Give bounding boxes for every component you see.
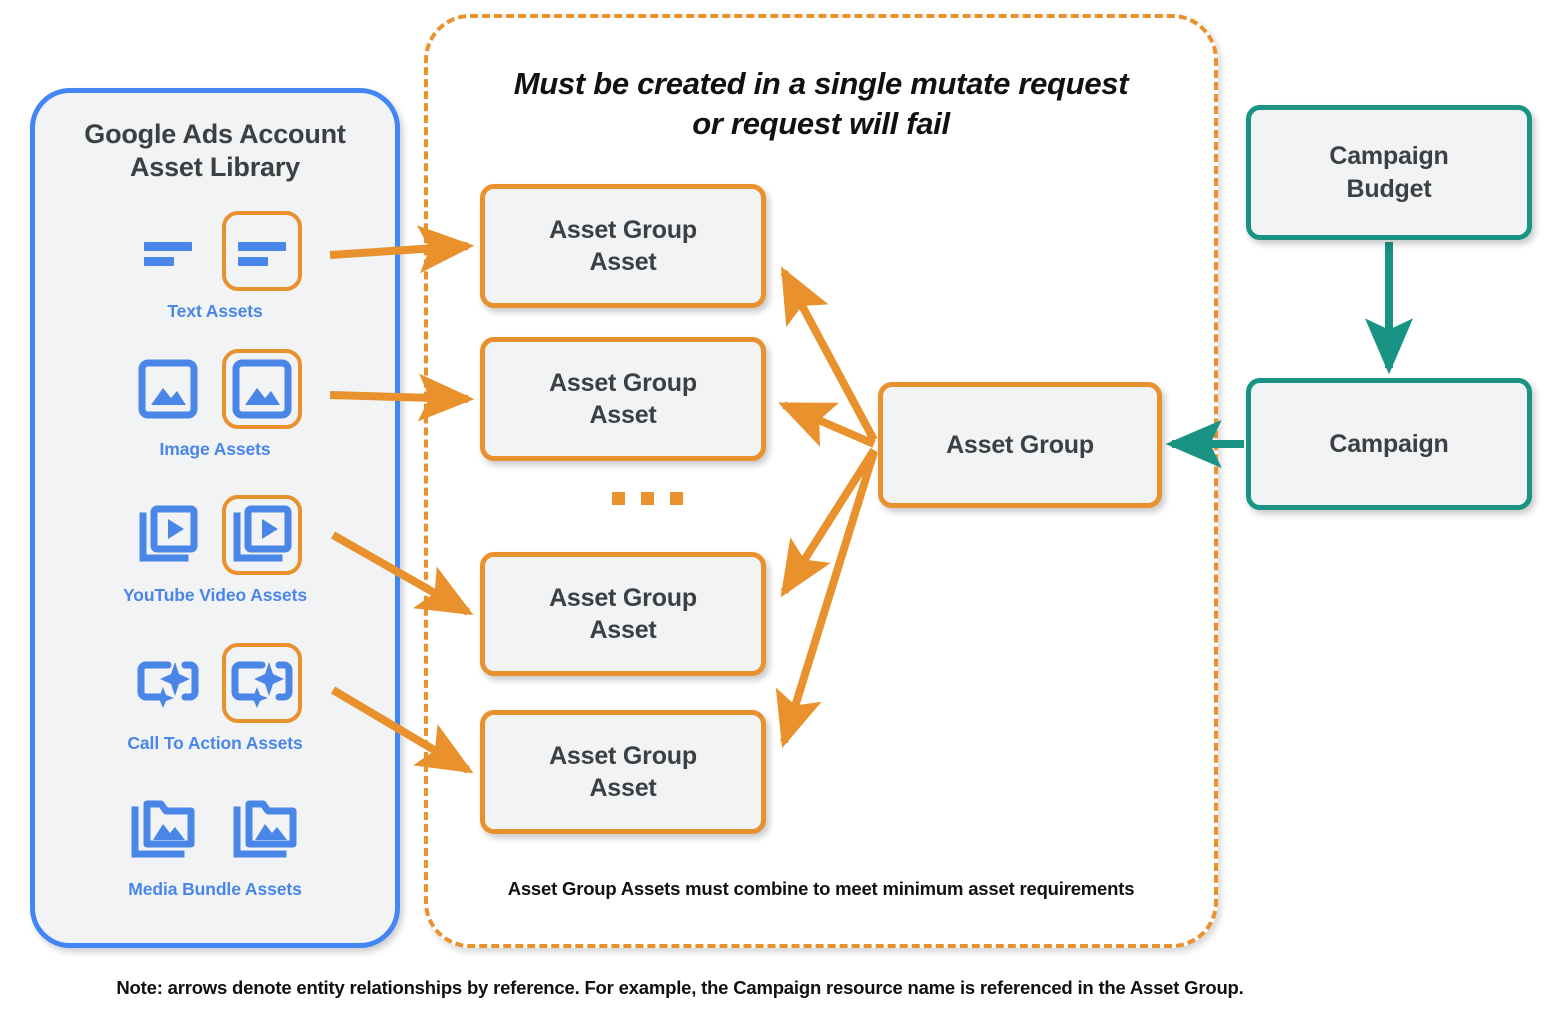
asset-group-asset-3-line-1: Asset Group xyxy=(549,583,697,612)
library-item-label-text-assets: Text Assets xyxy=(167,301,263,321)
library-item-text-assets[interactable]: Text Assets xyxy=(35,205,395,322)
asset-group-asset-1-line-1: Asset Group xyxy=(549,215,697,244)
asset-group-asset-node-3[interactable]: Asset Group Asset xyxy=(480,552,766,676)
asset-group-node[interactable]: Asset Group xyxy=(878,382,1162,508)
library-item-label-media-bundle-assets: Media Bundle Assets xyxy=(128,879,302,899)
asset-group-asset-2-line-2: Asset xyxy=(589,401,657,429)
ellipsis-dot-2 xyxy=(641,492,654,505)
campaign-node-label: Campaign xyxy=(1329,429,1449,458)
campaign-budget-node[interactable]: Campaign Budget xyxy=(1246,105,1532,240)
media-bundle-asset-icon xyxy=(124,789,204,869)
asset-library-title: Google Ads Account Asset Library xyxy=(35,118,395,184)
media-bundle-asset-icon-2 xyxy=(226,789,306,869)
asset-group-asset-4-line-2: Asset xyxy=(589,774,657,802)
library-item-media-bundle-assets[interactable]: Media Bundle Assets xyxy=(35,783,395,900)
asset-group-asset-3-line-2: Asset xyxy=(589,616,657,644)
asset-group-asset-node-1[interactable]: Asset Group Asset xyxy=(480,184,766,308)
asset-group-asset-2-line-1: Asset Group xyxy=(549,368,697,397)
image-asset-icon xyxy=(128,349,208,429)
campaign-node[interactable]: Campaign xyxy=(1246,378,1532,510)
youtube-video-asset-icon-selected[interactable] xyxy=(222,495,302,575)
asset-group-asset-1-line-2: Asset xyxy=(589,248,657,276)
campaign-budget-line-1: Campaign xyxy=(1329,142,1449,170)
footer-note: Note: arrows denote entity relationships… xyxy=(116,977,1244,998)
library-item-image-assets[interactable]: Image Assets xyxy=(35,343,395,460)
mutate-request-title: Must be created in a single mutate reque… xyxy=(458,64,1184,145)
asset-group-asset-node-2[interactable]: Asset Group Asset xyxy=(480,337,766,461)
library-item-label-youtube-video-assets: YouTube Video Assets xyxy=(122,585,308,605)
call-to-action-asset-icon-selected[interactable] xyxy=(222,643,302,723)
mutate-title-line-2: or request will fail xyxy=(692,106,950,142)
asset-group-asset-node-4[interactable]: Asset Group Asset xyxy=(480,710,766,834)
library-item-youtube-video-assets[interactable]: YouTube Video Assets xyxy=(35,489,395,606)
campaign-budget-line-2: Budget xyxy=(1346,174,1432,203)
asset-group-node-label: Asset Group xyxy=(946,430,1094,459)
ellipsis-dot-1 xyxy=(612,492,625,505)
ellipsis-dot-3 xyxy=(670,492,683,505)
asset-library-panel: Google Ads Account Asset Library xyxy=(30,88,400,948)
call-to-action-asset-icon xyxy=(128,643,208,723)
text-asset-icon xyxy=(128,211,208,291)
text-asset-icon-selected[interactable] xyxy=(222,211,302,291)
library-item-label-call-to-action-assets: Call To Action Assets xyxy=(127,733,303,753)
ellipsis-indicator xyxy=(612,492,683,505)
asset-group-asset-4-line-1: Asset Group xyxy=(549,741,697,770)
library-title-line-1: Google Ads Account xyxy=(84,119,346,149)
library-item-call-to-action-assets[interactable]: Call To Action Assets xyxy=(35,637,395,754)
mutate-title-line-1: Must be created in a single mutate reque… xyxy=(513,66,1129,101)
library-item-label-image-assets: Image Assets xyxy=(159,439,271,459)
image-asset-icon-selected[interactable] xyxy=(222,349,302,429)
mutate-footnote: Asset Group Assets must combine to meet … xyxy=(507,878,1135,899)
youtube-video-asset-icon xyxy=(128,495,208,575)
library-title-line-2: Asset Library xyxy=(130,151,300,182)
